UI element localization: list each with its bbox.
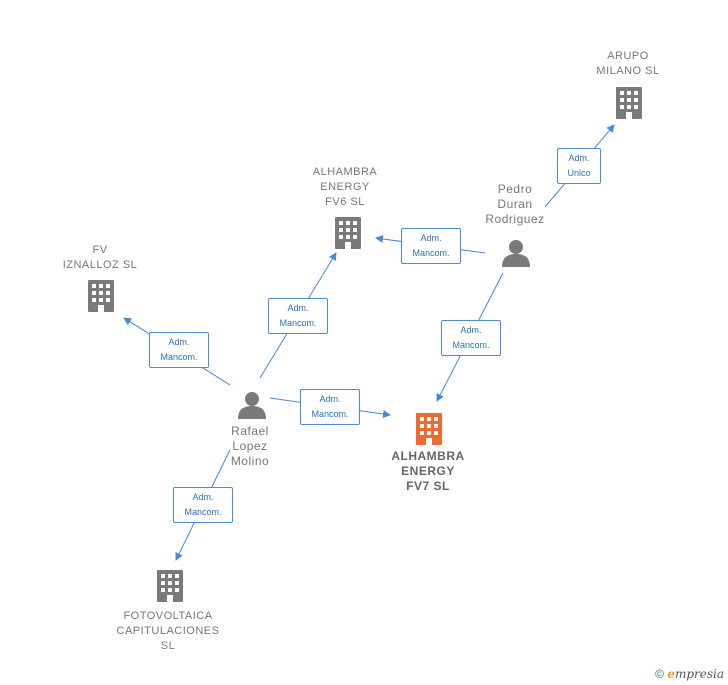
node-label-fotovoltaica[interactable]: FOTOVOLTAICA CAPITULACIONES SL: [116, 610, 220, 652]
edge-label-pedro-fv6: Adm. Mancom.: [401, 228, 461, 264]
edge-label-rafael-fv7: Adm. Mancom.: [300, 389, 360, 425]
person-icon[interactable]: [238, 392, 266, 419]
node-label-alhambra-fv6[interactable]: ALHAMBRA ENERGY FV6 SL: [312, 166, 378, 208]
person-icon[interactable]: [502, 240, 530, 267]
edge-label-pedro-fv7: Adm. Mancom.: [441, 320, 501, 356]
edge-label-rafael-foto: Adm. Mancom.: [173, 487, 233, 523]
building-icon[interactable]: [157, 570, 183, 602]
building-icon[interactable]: [88, 280, 114, 312]
copyright-icon: ©: [655, 667, 664, 681]
edge-label-pedro-arupo: Adm. Unico: [557, 148, 601, 184]
footer-credit: © empresia: [655, 667, 724, 681]
node-label-rafael-lopez[interactable]: Rafael Lopez Molino: [230, 424, 270, 468]
building-icon[interactable]: [416, 413, 442, 445]
building-icon[interactable]: [616, 87, 642, 119]
node-label-fv-iznalloz[interactable]: FV IZNALLOZ SL: [62, 244, 138, 271]
empresia-logo: empresia: [667, 667, 724, 681]
edge-label-rafael-iznalloz: Adm. Mancom.: [149, 332, 209, 368]
node-label-pedro-duran[interactable]: Pedro Duran Rodriguez: [485, 182, 545, 226]
node-label-arupo-milano[interactable]: ARUPO MILANO SL: [596, 50, 660, 77]
edge-label-rafael-fv6: Adm. Mancom.: [268, 298, 328, 334]
node-label-alhambra-fv7[interactable]: ALHAMBRA ENERGY FV7 SL: [391, 449, 465, 493]
building-icon[interactable]: [335, 217, 361, 249]
